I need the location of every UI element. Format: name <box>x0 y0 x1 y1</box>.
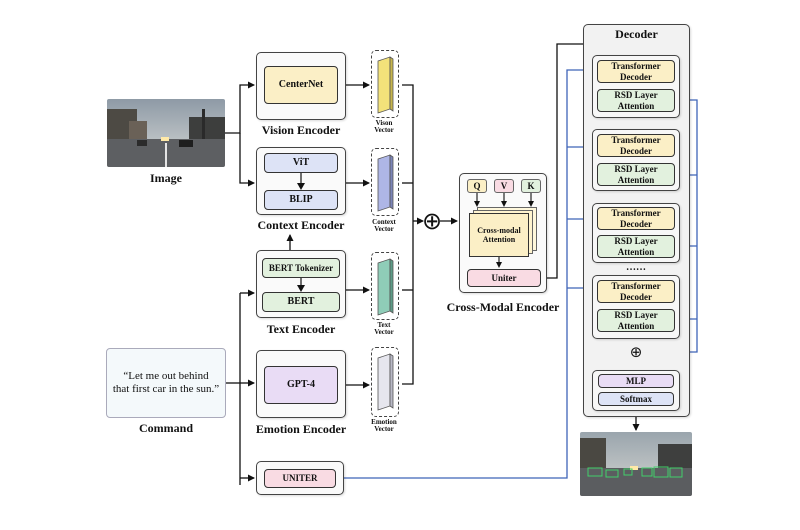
context-vector-line1: Context <box>372 218 396 226</box>
vision-vector-frame <box>371 50 399 118</box>
command-text-line2: that first car in the sun.” <box>112 383 220 395</box>
fusion-sum-icon: ⊕ <box>421 207 443 235</box>
softmax-layer: Softmax <box>598 392 674 406</box>
context-encoder-title: Context Encoder <box>257 218 345 232</box>
rsd-attention-3: RSD Layer Attention <box>597 235 675 258</box>
vit-to-blip-arrow <box>297 173 305 190</box>
transformer-decoder-4-line1: Transformer <box>611 281 661 292</box>
vit-module: ViT <box>264 153 338 173</box>
v-input: V <box>494 179 514 193</box>
text-vector-frame <box>371 252 399 320</box>
text-encoder-title: Text Encoder <box>266 322 336 336</box>
rsd-attention-1-line2: Attention <box>617 100 655 111</box>
context-vector <box>377 154 394 212</box>
emotion-vector-caption: Emotion Vector <box>362 418 406 434</box>
q-input: Q <box>467 179 487 193</box>
rsd-attention-4-line1: RSD Layer <box>614 310 658 321</box>
rsd-attention-4: RSD Layer Attention <box>597 309 675 332</box>
gpt4-module: GPT-4 <box>264 366 338 404</box>
rsd-attention-1: RSD Layer Attention <box>597 89 675 112</box>
context-vector-frame <box>371 148 399 216</box>
text-vector <box>377 258 394 316</box>
emotion-vector-frame <box>371 347 399 417</box>
context-vector-line2: Vector <box>374 225 394 234</box>
vision-vector-line1: Vison <box>375 119 393 127</box>
image-label: Image <box>150 171 182 185</box>
rsd-attention-4-line2: Attention <box>617 320 655 331</box>
transformer-decoder-4-line2: Decoder <box>620 291 652 302</box>
tokenizer-to-bert-arrow <box>297 278 305 292</box>
text-vector-caption: Text Vector <box>362 321 406 337</box>
transformer-decoder-1-line1: Transformer <box>611 61 661 72</box>
qvk-arrows <box>474 193 534 207</box>
rsd-attention-3-line1: RSD Layer <box>614 236 658 247</box>
attention-line2: Attention <box>482 235 516 244</box>
rsd-attention-3-line2: Attention <box>617 246 655 257</box>
bert-module: BERT <box>262 292 340 312</box>
vision-encoder-title: Vision Encoder <box>261 123 341 137</box>
vision-vector <box>377 56 394 114</box>
emotion-vector-line2: Vector <box>374 425 394 434</box>
cross-modal-attention: Cross-modal Attention <box>469 213 529 257</box>
transformer-decoder-2-line2: Decoder <box>620 145 652 156</box>
uniter-module: UNITER <box>264 469 336 488</box>
emotion-vector <box>377 353 394 411</box>
mlp-layer: MLP <box>598 374 674 388</box>
centernet-module: CenterNet <box>264 66 338 104</box>
command-text-box: “Let me out behind that first car in the… <box>106 348 226 418</box>
bert-tokenizer-module: BERT Tokenizer <box>262 258 340 278</box>
emotion-vector-line1: Emotion <box>371 418 397 426</box>
rsd-attention-1-line1: RSD Layer <box>614 90 658 101</box>
decoder-ellipsis: …… <box>626 262 646 273</box>
transformer-decoder-3-line1: Transformer <box>611 208 661 219</box>
transformer-decoder-2: Transformer Decoder <box>597 134 675 157</box>
attention-to-uniter-arrow <box>496 257 502 268</box>
cross-modal-encoder-title: Cross-Modal Encoder <box>446 300 560 314</box>
attention-line1: Cross-modal <box>477 225 521 235</box>
cross-modal-uniter: Uniter <box>467 269 541 287</box>
transformer-decoder-2-line1: Transformer <box>611 135 661 146</box>
transformer-decoder-1-line2: Decoder <box>620 71 652 82</box>
k-input: K <box>521 179 541 193</box>
transformer-decoder-4: Transformer Decoder <box>597 280 675 303</box>
rsd-attention-2-line1: RSD Layer <box>614 164 658 175</box>
decoder-sum-icon: ⊕ <box>629 343 643 361</box>
command-text-line1: “Let me out behind <box>123 370 209 383</box>
rsd-attention-2: RSD Layer Attention <box>597 163 675 186</box>
transformer-decoder-1: Transformer Decoder <box>597 60 675 83</box>
output-street-image <box>580 432 692 496</box>
vision-vector-line2: Vector <box>374 126 394 135</box>
rsd-attention-2-line2: Attention <box>617 174 655 185</box>
blip-module: BLIP <box>264 190 338 210</box>
text-vector-line1: Text <box>377 321 391 329</box>
transformer-decoder-3: Transformer Decoder <box>597 207 675 230</box>
transformer-decoder-3-line2: Decoder <box>620 218 652 229</box>
decoder-title: Decoder <box>615 27 658 41</box>
text-vector-line2: Vector <box>374 328 394 337</box>
input-street-image <box>107 99 225 167</box>
vision-vector-caption: Vison Vector <box>362 119 406 135</box>
emotion-encoder-title: Emotion Encoder <box>255 422 347 436</box>
context-vector-caption: Context Vector <box>362 218 406 234</box>
command-label: Command <box>138 421 193 435</box>
